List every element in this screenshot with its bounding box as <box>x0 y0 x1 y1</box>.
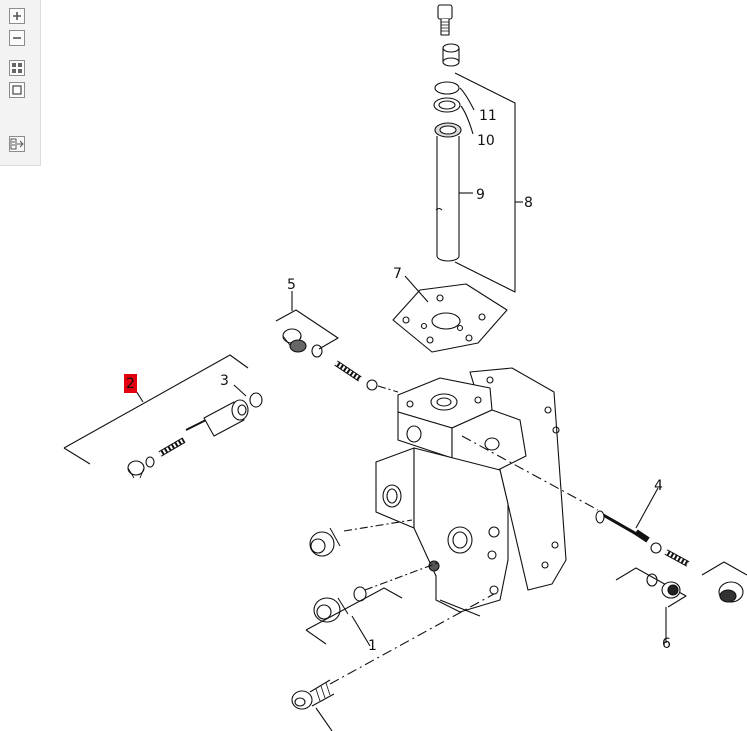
o-ring-11[interactable] <box>434 81 460 95</box>
parts-list-button[interactable] <box>9 136 25 152</box>
o-ring-3[interactable] <box>249 392 263 408</box>
centerline-upper <box>377 385 399 393</box>
centerline-4 <box>461 435 599 511</box>
callout-7[interactable]: 7 <box>393 266 402 282</box>
leader-1 <box>351 615 371 647</box>
pipe-9[interactable] <box>434 122 462 262</box>
callout-11[interactable]: 11 <box>479 108 497 124</box>
callout-10[interactable]: 10 <box>477 133 495 149</box>
leader-11 <box>459 87 475 111</box>
callout-2[interactable]: 2 <box>126 376 135 392</box>
leader-4 <box>635 487 659 529</box>
bottom-bolt[interactable] <box>291 679 335 710</box>
seal-ring-10[interactable] <box>433 97 461 113</box>
centerline-plug-lower <box>364 561 441 591</box>
plug-1[interactable] <box>313 597 349 623</box>
bracket-5 <box>275 309 339 350</box>
actual-size-button[interactable] <box>9 82 25 98</box>
centerline-plug-upper <box>343 519 413 532</box>
callout-2-highlight <box>124 374 137 393</box>
callout-5[interactable]: 5 <box>287 277 296 293</box>
centerline-bottom-bolt <box>329 593 495 685</box>
fit-page-button[interactable] <box>9 60 25 76</box>
callout-4[interactable]: 4 <box>654 478 663 494</box>
top-bolt[interactable] <box>437 4 453 36</box>
gasket-7[interactable] <box>392 283 508 353</box>
plus-icon <box>13 12 21 20</box>
o-ring-2[interactable] <box>145 456 155 468</box>
callout-9[interactable]: 9 <box>476 187 485 203</box>
bracket-2 <box>63 354 249 449</box>
bracket-1 <box>305 587 403 631</box>
washer-upper[interactable] <box>366 379 378 391</box>
callout-8[interactable]: 8 <box>524 195 533 211</box>
bracket-2-end <box>63 447 91 465</box>
bracket-right <box>701 561 747 576</box>
spring-2[interactable] <box>158 437 186 457</box>
leader-bottom-bolt <box>315 707 333 731</box>
minus-icon <box>13 37 21 39</box>
viewer-toolbar <box>0 0 41 166</box>
o-ring-5[interactable] <box>311 344 323 358</box>
grid-icon <box>12 63 22 73</box>
plug-5[interactable] <box>282 328 307 353</box>
list-arrow-icon <box>10 138 24 150</box>
leader-3 <box>233 384 247 397</box>
bracket-1-end <box>305 629 327 645</box>
plug-right[interactable] <box>718 581 744 603</box>
o-ring-6[interactable] <box>646 573 658 587</box>
spindle-4[interactable] <box>595 510 662 554</box>
plug-2[interactable] <box>127 460 145 479</box>
zoom-out-button[interactable] <box>9 30 25 46</box>
bracket-6 <box>615 567 687 608</box>
callout-3[interactable]: 3 <box>220 373 229 389</box>
callout-1[interactable]: 1 <box>368 638 377 654</box>
callout-6[interactable]: 6 <box>662 636 671 652</box>
plug-6[interactable] <box>661 581 681 599</box>
plug-upper-left[interactable] <box>309 527 341 557</box>
top-bushing[interactable] <box>442 43 460 67</box>
zoom-in-button[interactable] <box>9 8 25 24</box>
spring-upper[interactable] <box>334 360 362 382</box>
valve-housing[interactable] <box>375 367 567 617</box>
leader-10 <box>460 105 474 135</box>
bracket-8 <box>454 72 516 293</box>
spring-4[interactable] <box>664 549 690 567</box>
square-icon <box>12 85 22 95</box>
leader-7 <box>404 275 429 303</box>
cartridge-valve-3[interactable] <box>185 399 249 437</box>
